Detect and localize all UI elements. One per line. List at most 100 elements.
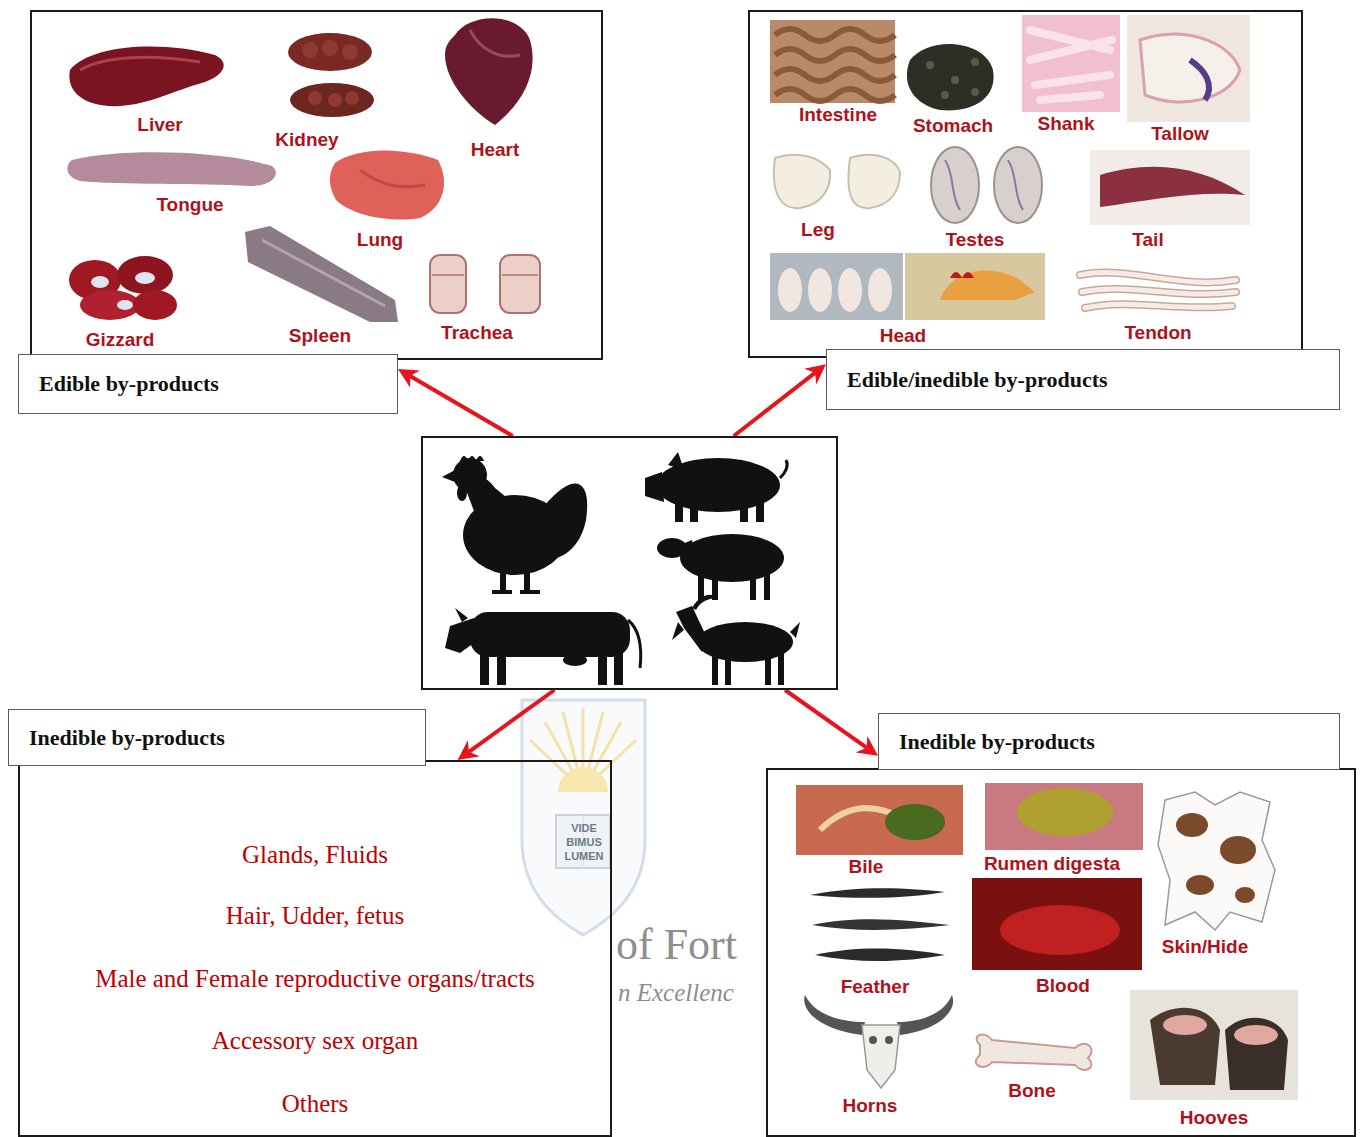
cow-silhouette xyxy=(445,618,478,653)
label-anchor: Horns xyxy=(843,1096,898,1117)
intestine-photo xyxy=(775,29,895,101)
label-anchor: Blood xyxy=(1036,976,1090,997)
list-row: Accessory sex organ xyxy=(20,1027,610,1055)
head-photo xyxy=(838,268,862,312)
list-item: Others xyxy=(282,1090,349,1118)
arrow-connector xyxy=(410,376,513,436)
goat-silhouette xyxy=(712,654,718,685)
hooves-photo xyxy=(1150,1008,1220,1085)
pig-silhouette xyxy=(668,452,684,470)
goat-silhouette xyxy=(692,595,718,610)
label-anchor: Tallow xyxy=(1151,124,1209,145)
item-label: Trachea xyxy=(441,323,513,344)
label-anchor: Head xyxy=(880,326,926,347)
cow-silhouette xyxy=(598,650,607,685)
head-photo xyxy=(905,253,1045,320)
item-label: Gizzard xyxy=(86,330,155,351)
bone-photo xyxy=(976,1035,1092,1070)
cow-silhouette xyxy=(614,650,623,685)
heart-photo xyxy=(445,18,533,125)
cow-silhouette xyxy=(445,608,641,685)
head-photo xyxy=(868,268,892,312)
label-anchor: of Fort xyxy=(616,923,737,967)
rumen-photo xyxy=(985,783,1143,850)
leg-photo xyxy=(848,155,900,208)
shank-photo xyxy=(1040,95,1100,100)
goat-silhouette xyxy=(672,595,800,685)
tallow-photo xyxy=(1140,34,1240,102)
label-anchor: Hooves xyxy=(1180,1108,1249,1129)
goat-silhouette xyxy=(672,622,684,640)
heart-photo xyxy=(445,18,533,125)
arrow-connector xyxy=(469,690,555,752)
label-anchor: Heart xyxy=(471,140,520,161)
tendon-photo xyxy=(1082,289,1236,294)
label-anchor: Kidney xyxy=(275,130,338,151)
tongue-photo xyxy=(67,152,276,186)
label-anchor: Liver xyxy=(137,115,182,136)
item-label: Blood xyxy=(1036,976,1090,997)
label-anchor: Rumen digesta xyxy=(984,854,1120,875)
item-label: Hooves xyxy=(1180,1108,1249,1129)
chicken-silhouette xyxy=(442,470,455,482)
list-item: Male and Female reproductive organs/trac… xyxy=(95,965,535,993)
trachea-photo xyxy=(430,255,466,313)
shank-photo xyxy=(1030,30,1112,100)
testes-photo xyxy=(931,147,979,223)
horns-photo xyxy=(804,995,865,1035)
goat-silhouette xyxy=(765,654,771,685)
label-anchor: Spleen xyxy=(289,326,351,347)
bone-photo xyxy=(976,1035,1092,1070)
gizzard-photo xyxy=(117,300,133,310)
label-anchor: Trachea xyxy=(441,323,513,344)
category-text: Inedible by-products xyxy=(29,725,225,751)
tallow-photo xyxy=(1190,60,1209,100)
tendon-photo xyxy=(1080,273,1236,283)
kidney-photo xyxy=(342,44,358,60)
image-panel: Bile Rumen digestaSkin/HideFeather BloodHo… xyxy=(766,768,1356,1137)
spleen-photo xyxy=(262,240,385,306)
stomach-photo xyxy=(951,76,959,84)
hide-photo xyxy=(1158,792,1275,930)
watermark-logo xyxy=(556,815,610,868)
intestine-photo xyxy=(770,20,895,103)
item-label: Leg xyxy=(801,220,835,241)
feather-photo xyxy=(810,888,950,961)
watermark-text: LUMEN xyxy=(564,851,603,862)
tendon-photo xyxy=(1080,273,1236,308)
label-anchor: Bile xyxy=(849,857,884,878)
item-label: Liver xyxy=(137,115,182,136)
list-row: Hair, Udder, fetus xyxy=(20,902,610,930)
hide-photo xyxy=(1176,813,1208,837)
tail-photo xyxy=(1100,167,1245,207)
hide-photo xyxy=(1186,875,1214,895)
gizzard-photo xyxy=(133,290,177,320)
kidney-photo xyxy=(288,33,372,71)
cow-silhouette xyxy=(628,620,641,668)
category-box: Edible/inedible by-products xyxy=(826,349,1340,410)
sheep-silhouette xyxy=(764,574,770,600)
tail-photo xyxy=(1090,150,1250,225)
item-label: Lung xyxy=(357,230,403,251)
pig-silhouette xyxy=(645,472,664,502)
gizzard-photo xyxy=(91,276,109,288)
chicken-silhouette xyxy=(524,568,530,593)
tallow-photo xyxy=(1127,15,1250,122)
pig-silhouette xyxy=(645,452,787,522)
item-label: Stomach xyxy=(913,116,993,137)
kidney-photo xyxy=(308,91,322,105)
hooves-photo xyxy=(1130,990,1298,1100)
intestine-photo xyxy=(775,49,895,61)
trachea-photo xyxy=(430,255,540,313)
tendon-photo xyxy=(1082,289,1236,294)
item-label: Tendon xyxy=(1124,323,1191,344)
item-label: Horns xyxy=(843,1096,898,1117)
item-label: Tallow xyxy=(1151,124,1209,145)
label-anchor: Feather xyxy=(841,977,910,998)
label-anchor: Skin/Hide xyxy=(1162,937,1249,958)
hide-photo xyxy=(1235,887,1255,903)
animal-box xyxy=(421,436,838,690)
head-photo xyxy=(808,268,832,312)
intestine-photo xyxy=(770,20,895,103)
stomach-photo xyxy=(971,88,979,96)
